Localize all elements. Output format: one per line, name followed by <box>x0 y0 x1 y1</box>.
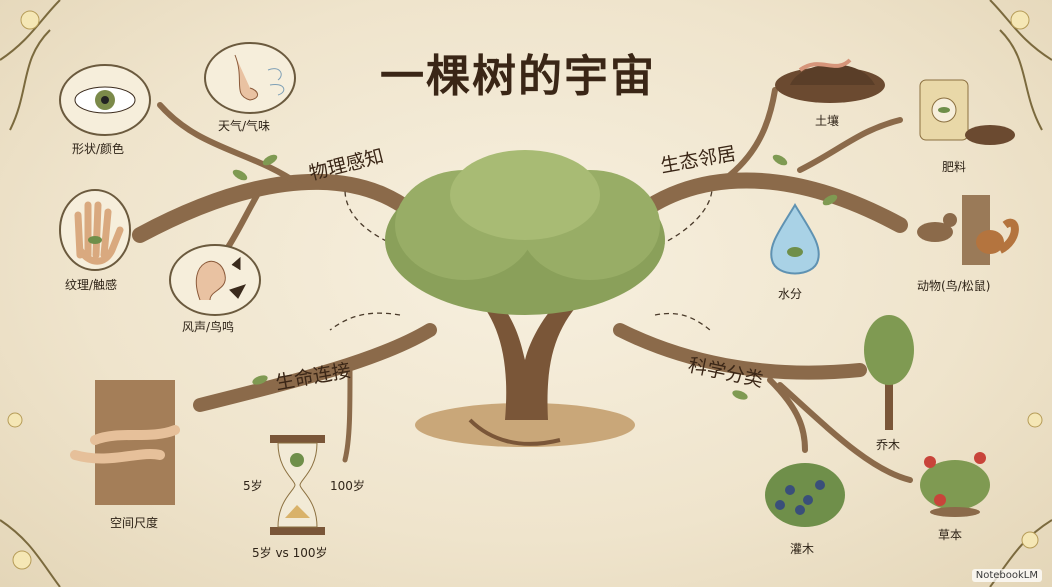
leaf-label-smell: 天气/气味 <box>218 119 271 133</box>
leaf-label-soil: 土壤 <box>815 114 840 128</box>
bird-squirrel-icon <box>917 195 1019 265</box>
strawberry-herb-icon <box>920 452 990 517</box>
leaf-label-texture: 纹理/触感 <box>65 278 118 292</box>
hourglass-icon <box>270 435 325 535</box>
leaf-label-fertilizer: 肥料 <box>942 160 967 174</box>
leaf-label-age-compare: 5岁 vs 100岁 <box>252 546 328 560</box>
fertilizer-bag-icon <box>919 79 1015 145</box>
leaf-label-age100: 100岁 <box>330 479 365 493</box>
notebooklm-credit-badge: NotebookLM <box>971 569 1042 582</box>
leaf-label-space: 空间尺度 <box>110 516 159 530</box>
page-title: 一棵树的宇宙 <box>380 51 656 102</box>
hand-icon <box>59 189 131 271</box>
blueberry-shrub-icon <box>765 463 845 527</box>
corner-flower-icon <box>7 10 1043 570</box>
tall-tree-icon <box>864 315 914 430</box>
leaf-label-sound: 风声/鸟鸣 <box>182 320 235 334</box>
leaf-label-tree: 乔木 <box>876 438 901 452</box>
eye-icon <box>59 64 151 136</box>
tree-hug-icon <box>70 380 180 505</box>
leaf-label-herb: 草本 <box>938 528 963 542</box>
leaf-label-water: 水分 <box>778 287 803 301</box>
nose-icon <box>204 42 296 114</box>
branch-leaves <box>232 154 838 400</box>
leaf-label-animals: 动物(鸟/松鼠) <box>917 279 991 293</box>
soil-icon <box>775 58 885 103</box>
water-drop-icon <box>770 203 820 275</box>
ear-icon <box>169 244 261 316</box>
leaf-label-age5: 5岁 <box>243 479 263 493</box>
central-tree-illustration <box>385 150 665 447</box>
leaf-label-shape: 形状/颜色 <box>72 142 125 156</box>
leaf-label-shrub: 灌木 <box>790 542 815 556</box>
